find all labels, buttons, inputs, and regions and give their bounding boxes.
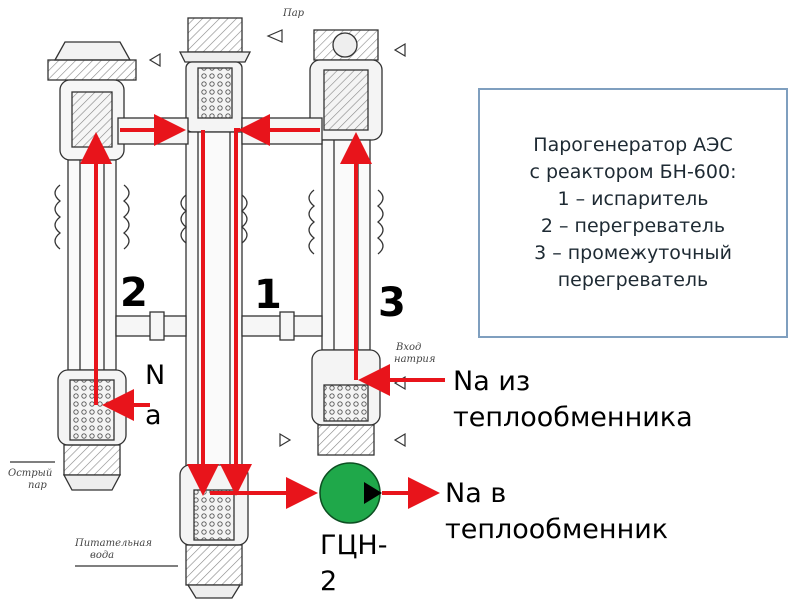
drawing-arrows <box>10 29 406 567</box>
pump-gcn2 <box>319 462 382 524</box>
feedwater-note-1: Питательная <box>75 538 152 549</box>
label-superheater-number: 2 <box>120 270 148 316</box>
evaporator-vessel <box>178 17 252 599</box>
na-outlet-line1: Na в <box>445 478 507 509</box>
caption-item-evaporator: 1 – испаритель <box>557 188 709 210</box>
feedwater-note-2: вода <box>90 550 115 561</box>
na-inlet-line1: Na из <box>453 366 531 397</box>
caption-item-superheater: 2 – перегреватель <box>540 215 726 237</box>
pump-label-line2: 2 <box>320 566 338 597</box>
caption-item-reheater-1: 3 – промежуточный <box>534 242 732 264</box>
superheater-vessel <box>47 41 137 491</box>
sodium-inlet-note-2: натрия <box>394 354 436 365</box>
reheater-vessel <box>308 29 384 456</box>
caption-title: Парогенератор АЭС <box>533 134 733 156</box>
caption-item-reheater-2: перегреватель <box>557 269 709 291</box>
pump-label-line1: ГЦН- <box>320 530 388 561</box>
caption-subtitle: с реактором БН-600: <box>529 161 737 183</box>
sodium-flow-paths <box>80 114 445 509</box>
live-steam-note-1: Острый <box>8 468 53 479</box>
na-left-line2: a <box>145 400 162 431</box>
live-steam-note-2: пар <box>28 480 47 491</box>
na-outlet-line2: теплообменник <box>445 514 669 545</box>
na-inlet-line2: теплообменника <box>453 402 693 433</box>
label-reheater-number: 3 <box>378 280 406 326</box>
steam-note: Пар <box>283 8 305 19</box>
na-left-line1: N <box>145 360 166 391</box>
sodium-inlet-note-1: Вход <box>396 342 422 353</box>
label-evaporator-number: 1 <box>254 272 282 318</box>
caption-box: Парогенератор АЭС с реактором БН-600: 1 … <box>478 88 788 338</box>
